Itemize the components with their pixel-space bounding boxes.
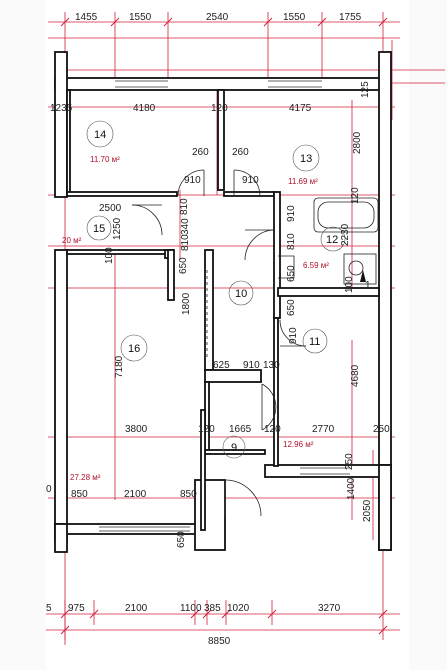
room-area: 11.69 м² <box>288 177 318 186</box>
dimension-label: 1665 <box>229 424 252 435</box>
dimension-label: 100 <box>104 247 115 264</box>
top-dimension-label: 1550 <box>283 12 306 23</box>
top-dimension-label: 1755 <box>339 12 362 23</box>
dimension-label: 910 <box>242 175 259 186</box>
windows <box>99 80 350 532</box>
dimension-label: 650 <box>176 531 187 548</box>
dimension-label: 625 <box>213 360 230 371</box>
room-number-circle <box>120 334 148 362</box>
dimension-label: 2100 <box>124 489 147 500</box>
dimension-label: 910 <box>288 327 299 344</box>
dimension-label: 650 <box>286 299 297 316</box>
bottom-dimension-label: 2100 <box>125 603 148 614</box>
bathroom-fixtures <box>278 197 379 285</box>
walls <box>54 51 392 553</box>
dimension-label: 2230 <box>340 223 351 246</box>
room-number-circle <box>86 120 114 148</box>
room-area: 20 м² <box>62 236 82 245</box>
room-number: 13 <box>300 153 312 165</box>
room-number-circle <box>302 328 328 354</box>
room-area: 12.96 м² <box>283 440 314 449</box>
dimension-label: 1 <box>365 280 371 291</box>
room-number: 11 <box>309 336 320 348</box>
dimension-label: 1235 <box>50 103 73 114</box>
room-labels: 14 11.70 м² 13 11.69 м² 15 20 м² 12 6.59… <box>62 120 346 482</box>
dimension-label: 2500 <box>99 203 122 214</box>
dimension-label: 250 <box>373 424 390 435</box>
room-number: 15 <box>93 223 105 235</box>
doors <box>131 169 307 517</box>
bottom-dimension-labels: 5 975 2100 1100 385 1020 3270 8850 <box>46 603 341 647</box>
dimension-label: 2050 <box>362 499 373 522</box>
dimension-label: 0 <box>46 484 52 495</box>
top-dimension-labels: 1455 1550 2540 1550 1755 <box>75 12 362 23</box>
dimension-label: 250 <box>344 453 355 470</box>
dimension-label: 7180 <box>114 355 125 378</box>
room-number: 9 <box>231 442 237 454</box>
dimension-label: 260 <box>232 147 249 158</box>
dimension-label: 910 <box>184 175 201 186</box>
dimension-label: 910 <box>243 360 260 371</box>
dimension-label: 810 <box>286 233 297 250</box>
dimension-label: 125 <box>360 81 371 98</box>
dimension-label: 910 <box>286 205 297 222</box>
bottom-dimension-label: 3270 <box>318 603 341 614</box>
dimension-label: 650 <box>286 265 297 282</box>
room-number: 10 <box>235 288 247 300</box>
dimension-label: 1400 <box>346 477 357 500</box>
total-width-label: 8850 <box>208 636 231 647</box>
top-dimension-label: 2540 <box>206 12 229 23</box>
bottom-dimension-label: 1020 <box>227 603 250 614</box>
room-area: 6.59 м² <box>303 261 329 270</box>
dimension-label: 3800 <box>125 424 148 435</box>
room-number-circle <box>228 280 254 306</box>
dimension-ticks <box>60 17 388 635</box>
bottom-dimension-label: 385 <box>204 603 221 614</box>
floor-plan-page <box>46 0 409 670</box>
top-dimension-label: 1550 <box>129 12 152 23</box>
dimension-label: 120 <box>198 424 215 435</box>
dimension-label: 2800 <box>352 131 363 154</box>
dimension-label: 810 <box>179 198 190 215</box>
dimension-label: 1250 <box>112 217 123 240</box>
dimension-label: 120 <box>350 187 361 204</box>
dimension-label: 340 <box>180 218 191 235</box>
room-number: 14 <box>94 129 106 141</box>
dimension-label: 2770 <box>312 424 335 435</box>
room-number-circle <box>222 435 246 459</box>
room-number: 16 <box>128 343 140 355</box>
room-number-circle <box>320 226 346 252</box>
room-number-circle <box>86 215 112 241</box>
arrow-marker-icon <box>360 270 366 282</box>
dimension-label: 650 <box>178 257 189 274</box>
dimension-label: 120 <box>264 424 281 435</box>
room-number-circle <box>292 144 320 172</box>
dimension-label: 4175 <box>289 103 312 114</box>
dimension-label: 850 <box>71 489 88 500</box>
dimension-label: 130 <box>263 360 280 371</box>
dimension-label: 4180 <box>133 103 156 114</box>
bottom-dimension-label: 5 <box>46 603 52 614</box>
dimension-label: 850 <box>180 489 197 500</box>
dimension-label: 1800 <box>181 292 192 315</box>
dimension-label: 100 <box>344 276 355 293</box>
dimension-label: 810 <box>180 234 191 251</box>
dimension-label: 260 <box>192 147 209 158</box>
dimension-label: 4680 <box>350 364 361 387</box>
room-number: 12 <box>326 234 338 246</box>
bottom-dimension-label: 1100 <box>180 603 202 614</box>
room-area: 27.28 м² <box>70 473 101 482</box>
bottom-dimension-label: 975 <box>68 603 85 614</box>
room-area: 11.70 м² <box>90 155 120 164</box>
top-dimension-label: 1455 <box>75 12 98 23</box>
dimension-label: 120 <box>211 103 228 114</box>
interior-dimension-labels: 4180 120 4175 1235 125 260 260 910 910 2… <box>46 81 390 548</box>
